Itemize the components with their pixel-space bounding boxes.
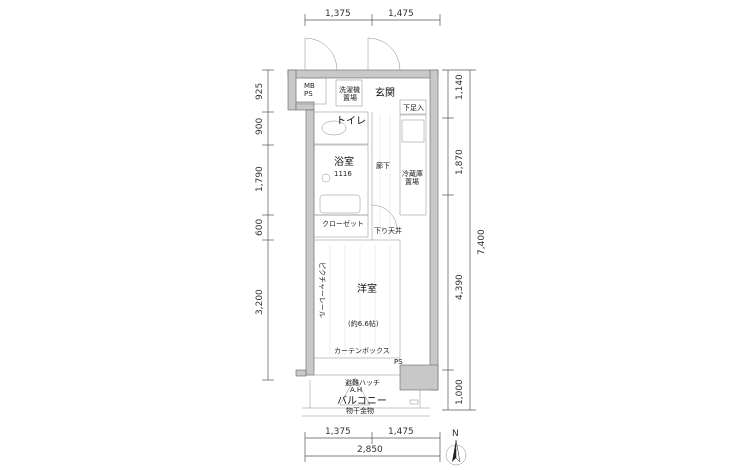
dim-bottom-1: 1,375 — [325, 427, 351, 437]
dim-top-1: 1,375 — [325, 9, 351, 19]
label-washer-1: 洗濯機 — [339, 85, 360, 94]
north-arrow-icon — [452, 440, 456, 462]
flooring — [329, 115, 391, 355]
dim-right-5: 1,000 — [455, 379, 465, 405]
dim-left-5: 3,200 — [255, 289, 265, 315]
label-ps-small: PS — [394, 358, 403, 366]
label-hallway: 廊下 — [376, 161, 390, 170]
label-ps: PS — [304, 90, 313, 98]
label-bath-size: 1116 — [334, 170, 352, 178]
label-closet: クローゼット — [322, 219, 364, 228]
label-toilet: トイレ — [336, 116, 366, 127]
label-balcony: バルコニー — [337, 395, 387, 407]
dim-bottom-2: 1,475 — [388, 427, 414, 437]
dim-right-3: 7,400 — [477, 229, 487, 255]
dim-right-2: 1,870 — [455, 149, 465, 175]
label-lowered-ceiling: 下り天井 — [374, 226, 402, 235]
label-hanger: 物干金物 — [346, 406, 374, 415]
bottom-dimensions: 1,375 1,475 2,850 — [304, 427, 441, 462]
label-mb: MB — [304, 82, 315, 90]
top-dimensions: 1,375 1,475 — [304, 9, 441, 26]
dim-left-4: 600 — [255, 219, 265, 236]
dim-bottom-total: 2,850 — [357, 445, 383, 455]
dim-top-2: 1,475 — [388, 9, 414, 19]
compass-label: N — [452, 429, 459, 439]
label-hatch-1: 避難ハッチ — [345, 378, 380, 387]
label-shoe-box: 下足入 — [403, 104, 424, 112]
dim-right-1: 1,140 — [455, 74, 465, 100]
label-hatch-2: A.H — [350, 386, 362, 394]
left-dimensions: 925 900 1,790 600 3,200 — [255, 69, 274, 381]
dim-right-4: 4,390 — [455, 274, 465, 300]
dim-left-3: 1,790 — [255, 166, 265, 192]
north-compass: N — [445, 429, 467, 466]
label-curtain-box: カーテンボックス — [334, 347, 390, 355]
label-western-room: 洋室 — [357, 282, 377, 295]
right-dimensions: 1,140 1,870 7,400 4,390 1,000 — [442, 69, 487, 411]
dim-left-2: 900 — [255, 118, 265, 135]
label-fridge-2: 置場 — [405, 177, 419, 186]
label-picture-rail: ピクチャーレール — [318, 262, 326, 318]
dim-left-1: 925 — [255, 83, 265, 100]
label-room-size: (約6.6帖) — [348, 319, 379, 328]
label-entrance: 玄関 — [375, 86, 395, 99]
partitions — [295, 77, 430, 417]
room-labels: MB PS 洗濯機 置場 玄関 下足入 トイレ 浴室 1116 廊下 冷蔵庫 置… — [304, 82, 424, 415]
doors — [304, 37, 401, 71]
label-washer-2: 置場 — [343, 93, 357, 102]
label-fridge-1: 冷蔵庫 — [402, 169, 423, 178]
label-bath: 浴室 — [334, 155, 354, 168]
